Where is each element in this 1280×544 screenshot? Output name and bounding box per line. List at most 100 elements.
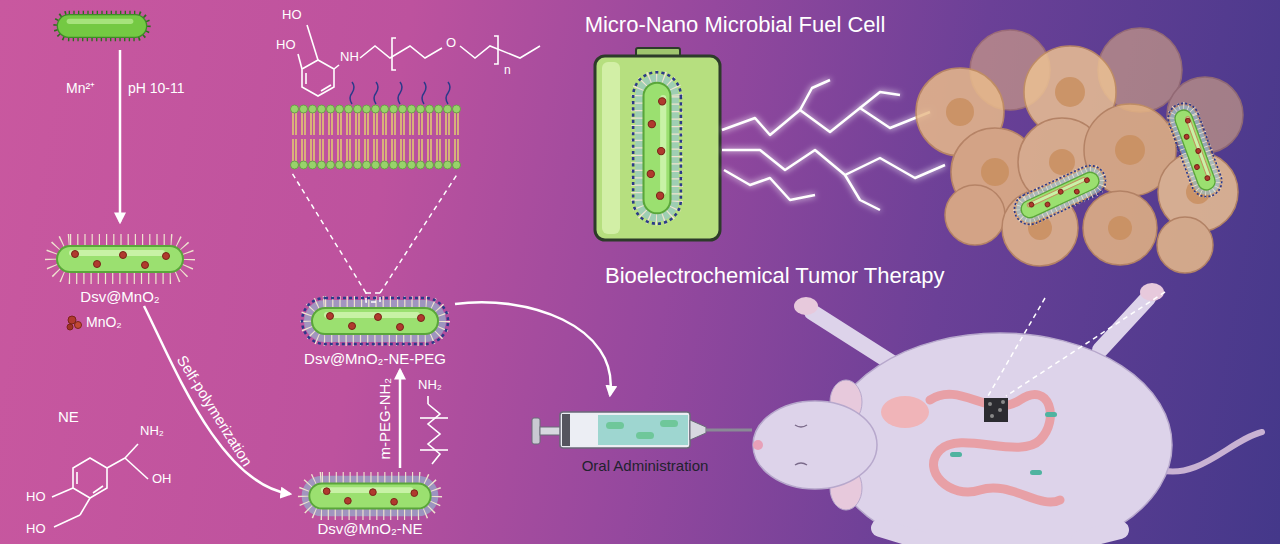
- peg-structure: [420, 396, 448, 464]
- tumor-cells: [1009, 161, 1110, 230]
- lightning: [722, 80, 945, 210]
- syringe: [706, 429, 752, 432]
- zoom-lines: [988, 292, 1165, 396]
- peg-structure: [427, 396, 429, 404]
- peg-structure: [420, 449, 448, 451]
- top-structure: [460, 46, 540, 58]
- section-title: Bioelectrochemical Tumor Therapy: [605, 263, 945, 288]
- top-structure: [334, 65, 339, 69]
- chemical-label: O: [446, 36, 456, 51]
- ne-structure: [107, 458, 125, 468]
- lightning: [800, 80, 830, 110]
- mouse: [998, 408, 1002, 412]
- connector-arrow: [455, 302, 611, 395]
- mouse: [795, 425, 807, 465]
- zoom-lines: [292, 173, 458, 302]
- edge-label: Self-polymerization: [174, 352, 256, 469]
- lightning: [860, 92, 900, 108]
- raw-bacterium: [57, 15, 146, 38]
- bacterium-pictures: [51, 240, 448, 516]
- node-label: Dsv@MnO₂-NE-PEG: [304, 350, 446, 368]
- lipid-bilayer: [290, 104, 461, 136]
- syringe: [540, 427, 562, 435]
- mouse: [880, 528, 920, 540]
- lipid-bilayer: [374, 82, 378, 104]
- fuel-cell-battery: [633, 72, 681, 223]
- mouse: [1160, 432, 1262, 472]
- zoom-lines: [380, 173, 458, 293]
- peg-structure: [428, 404, 440, 464]
- chemical-label: HO: [26, 522, 46, 537]
- chemical-label: HO: [276, 38, 296, 53]
- lightning: [722, 108, 930, 135]
- lightning: [724, 170, 815, 200]
- mno2-icon: [67, 316, 82, 330]
- tumor-cells: [1115, 135, 1145, 165]
- chemical-label: NH: [340, 50, 359, 65]
- bacterium-node: Dsv@MnO₂-NE-PEG: [295, 290, 455, 368]
- node-label: Micro-Nano Microbial Fuel Cell: [585, 12, 886, 38]
- node-label: Dsv@MnO₂: [80, 288, 159, 306]
- tumor-cells: [1009, 161, 1110, 230]
- syringe: [562, 414, 570, 446]
- bacterium-node: Dsv@MnO₂: [40, 228, 200, 306]
- lipid-bilayer: [290, 138, 461, 170]
- tumor-cells: [916, 28, 1243, 273]
- chemical-label: NH₂: [418, 378, 442, 393]
- mouse: [1080, 530, 1120, 540]
- lipid-bilayer: [398, 82, 402, 104]
- zoom-lines: [366, 293, 380, 302]
- ne-structure: [52, 444, 148, 527]
- zoom-lines: [292, 173, 366, 293]
- syringe: [690, 420, 706, 440]
- chemical-label: OH: [152, 472, 172, 487]
- zoom-lines: [988, 298, 1045, 396]
- node-label: Oral Administration: [582, 457, 709, 475]
- fuel-cell-battery: [595, 56, 720, 240]
- top-structure: [305, 73, 307, 84]
- lipid-bilayer: [290, 82, 461, 170]
- mouse: [881, 396, 929, 428]
- ne-structure: [80, 498, 90, 515]
- tumor-cells: [1164, 99, 1226, 201]
- lipid-bilayer: [446, 82, 450, 104]
- lipid-bilayer: [350, 82, 450, 104]
- mouse: [1140, 283, 1164, 301]
- syringe: [560, 412, 690, 448]
- ne-structure: [93, 486, 103, 493]
- ne-structure: [73, 458, 107, 498]
- edge-label: m-PEG-NH₂: [376, 378, 393, 460]
- fuel-cell-node: Micro-Nano Microbial Fuel Cell: [575, 12, 895, 244]
- ne-structure: [54, 515, 80, 527]
- mouse: [753, 440, 763, 450]
- top-structure: [298, 54, 302, 69]
- raw-bacterium: [57, 15, 146, 38]
- bacterium-node: Dsv@MnO₂-NE: [290, 468, 450, 538]
- synthesis-arrow: [119, 50, 122, 222]
- mouse: [794, 297, 818, 315]
- node-label: Dsv@MnO₂-NE: [317, 520, 422, 538]
- mouse: [753, 283, 1262, 544]
- lightning: [845, 175, 880, 210]
- mouse: [812, 312, 900, 368]
- mouse: [1001, 400, 1005, 404]
- lightning: [722, 150, 945, 178]
- mouse: [984, 398, 1008, 422]
- bacterium-pictures: [302, 476, 439, 516]
- chemical-label: NE: [58, 408, 79, 425]
- connector-arrow: [144, 306, 290, 494]
- tumor-cells: [946, 77, 1210, 240]
- mouse: [1045, 412, 1057, 417]
- syringe: [598, 415, 688, 445]
- chemical-label: Mn²⁺: [66, 80, 95, 96]
- tumor-cells: [1083, 191, 1157, 265]
- fuel-cell-battery: [595, 48, 720, 240]
- syringe: [606, 422, 624, 429]
- syringe: [660, 420, 678, 427]
- top-structure: [307, 25, 318, 60]
- chemical-label: pH 10-11: [128, 80, 185, 96]
- ne-structure: [125, 444, 138, 458]
- syringe: [532, 412, 752, 448]
- lipid-bilayer: [422, 82, 426, 104]
